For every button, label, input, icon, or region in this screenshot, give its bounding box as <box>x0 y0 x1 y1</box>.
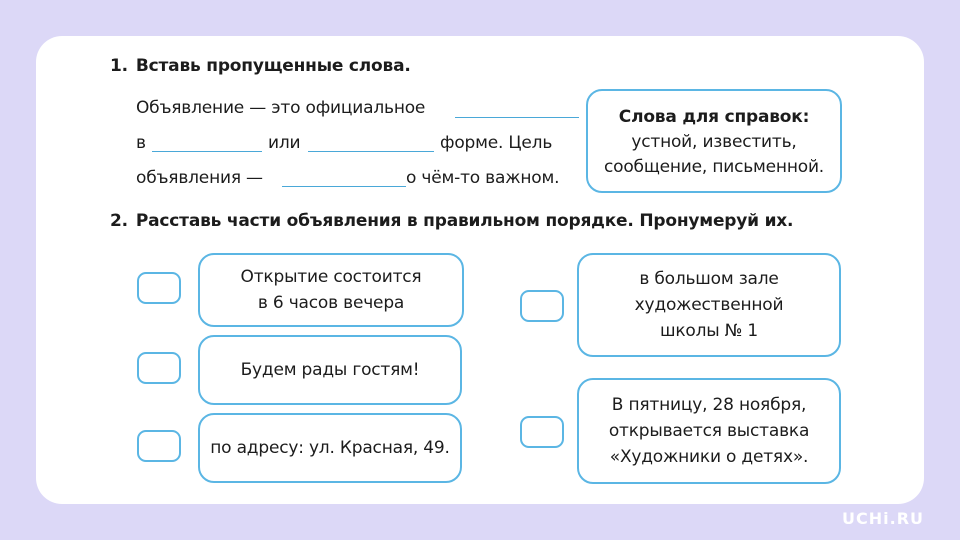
task1-line2-b: или <box>268 133 301 153</box>
blank-1[interactable] <box>455 117 579 118</box>
part-card-1: Открытие состоится в 6 часов вечера <box>198 253 464 327</box>
number-input-1[interactable] <box>137 272 181 304</box>
part-card-5: В пятницу, 28 ноября, открывается выстав… <box>577 378 841 484</box>
task1-line2-c: форме. Цель <box>440 133 553 153</box>
worksheet-card <box>36 36 924 504</box>
number-input-3[interactable] <box>137 430 181 462</box>
blank-3[interactable] <box>308 151 434 152</box>
task1-line3-b: о чём-то важном. <box>406 168 560 188</box>
task2-number: 2. <box>110 211 128 231</box>
number-input-4[interactable] <box>520 290 564 322</box>
part-card-4: в большом зале художественной школы № 1 <box>577 253 841 357</box>
number-input-5[interactable] <box>520 416 564 448</box>
number-input-2[interactable] <box>137 352 181 384</box>
part-card-3: по адресу: ул. Красная, 49. <box>198 413 462 483</box>
task1-number: 1. <box>110 56 128 76</box>
task2-title: 2. Расставь части объявления в правильном… <box>110 211 794 231</box>
task1-line2-a: в <box>136 133 146 153</box>
blank-2[interactable] <box>152 151 262 152</box>
blank-4[interactable] <box>282 186 406 187</box>
hint-line1: устной, известить, <box>631 132 797 152</box>
part-card-2: Будем рады гостям! <box>198 335 462 405</box>
uchi-logo: UCHi.RU <box>842 509 924 528</box>
task1-line3-a: объявления — <box>136 168 263 188</box>
hint-box: Слова для справок: устной, известить, со… <box>586 89 842 193</box>
hint-line2: сообщение, письменной. <box>603 157 825 177</box>
hint-title: Слова для справок: <box>618 107 810 127</box>
task1-title: 1. Вставь пропущенные слова. <box>110 56 411 76</box>
task1-line1: Объявление — это официальное <box>136 98 426 118</box>
task2-title-text: Расставь части объявления в правильном п… <box>135 211 794 231</box>
task1-title-text: Вставь пропущенные слова. <box>135 56 411 76</box>
